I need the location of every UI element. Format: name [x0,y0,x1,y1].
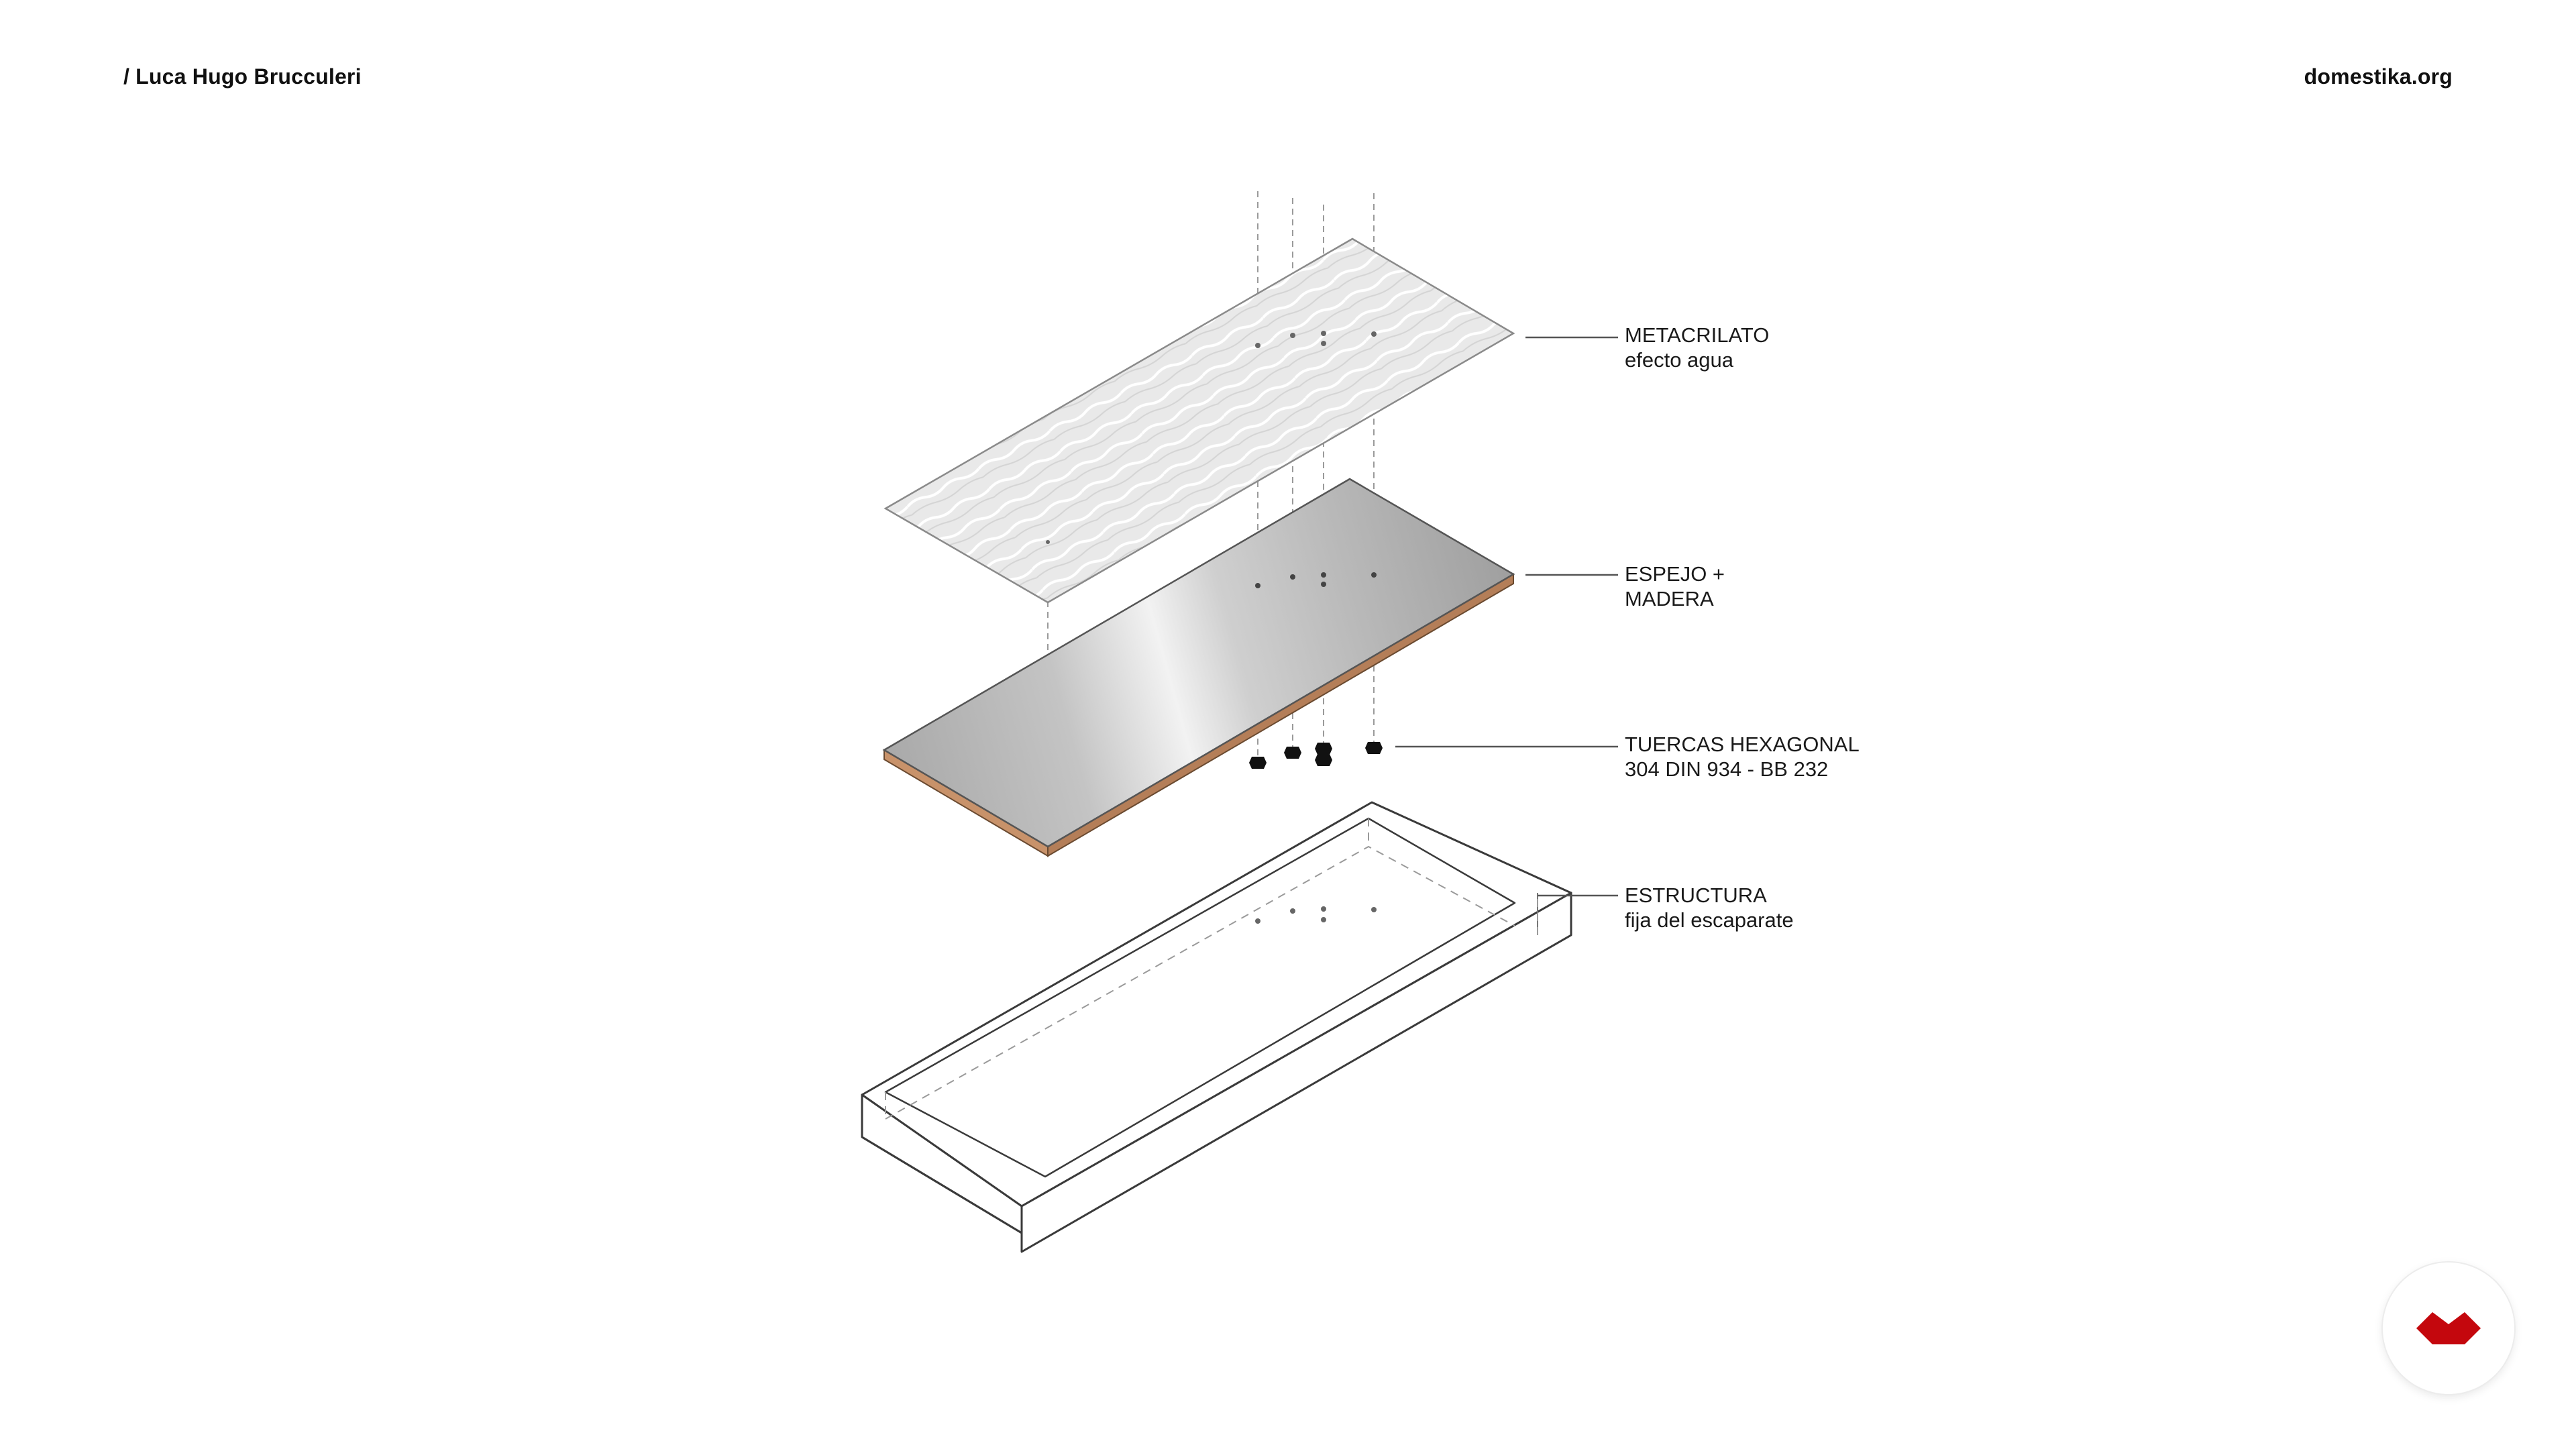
author-credit: / Luca Hugo Brucculeri [123,64,362,89]
layer-labels: METACRILATO efecto agua ESPEJO + MADERA … [1625,323,1860,932]
hex-nut-icon [1284,747,1301,759]
site-link[interactable]: domestika.org [2304,64,2453,89]
label-nuts-sub: 304 DIN 934 - BB 232 [1625,757,1828,781]
domestika-logo-button[interactable] [2383,1263,2514,1394]
label-acrylic-title: METACRILATO [1625,323,1769,347]
mirror-wood-board [882,478,1515,857]
label-mirror-title: ESPEJO + [1625,562,1725,586]
label-structure-sub: fija del escaparate [1625,908,1794,932]
hex-nut-icon [1365,742,1383,754]
hex-nut-icon [1249,757,1267,769]
label-acrylic-sub: efecto agua [1625,348,1734,372]
label-structure-title: ESTRUCTURA [1625,883,1767,907]
hex-nut-icon [1315,754,1332,766]
display-structure [861,801,1572,1253]
hex-nut-icon [1315,743,1332,755]
acrylic-sheet [883,237,1515,604]
hex-nuts [1249,742,1383,769]
label-nuts-title: TUERCAS HEXAGONAL [1625,733,1860,756]
domestika-logo-icon [2416,1312,2481,1344]
label-mirror-sub: MADERA [1625,587,1714,610]
leader-lines [1395,336,1618,897]
